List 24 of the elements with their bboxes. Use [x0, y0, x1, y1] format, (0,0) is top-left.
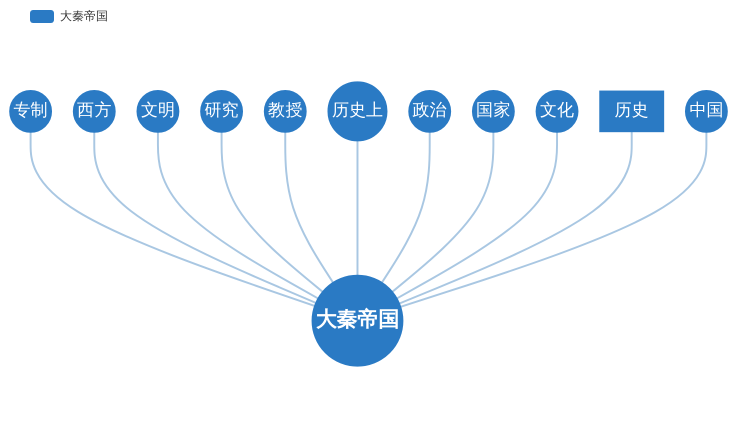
connector: [396, 132, 558, 300]
node-circle: 大秦帝国: [312, 274, 404, 367]
node-circle: 文明: [136, 90, 180, 133]
node-circle: 教授: [264, 90, 307, 133]
node-circle: 研究: [200, 90, 244, 133]
connector: [30, 132, 315, 307]
node-circle: 历史上: [327, 81, 388, 142]
node-circle: 文化: [536, 90, 578, 133]
node-circle: 政治: [408, 90, 452, 133]
connector: [356, 140, 358, 276]
node-circle: 中国: [684, 90, 728, 133]
connector: [399, 132, 633, 304]
node-circle: 西方: [72, 90, 116, 133]
connector: [392, 132, 494, 293]
legend-label: 大秦帝国: [60, 8, 108, 25]
node-circle: 国家: [472, 90, 515, 133]
connector: [156, 132, 319, 300]
connector: [284, 132, 334, 284]
connector: [381, 132, 431, 284]
node-circle: 专制: [9, 90, 52, 133]
connector: [220, 132, 324, 293]
connector: [93, 132, 316, 304]
connector: [400, 132, 708, 308]
node-box: 历史: [599, 90, 664, 132]
